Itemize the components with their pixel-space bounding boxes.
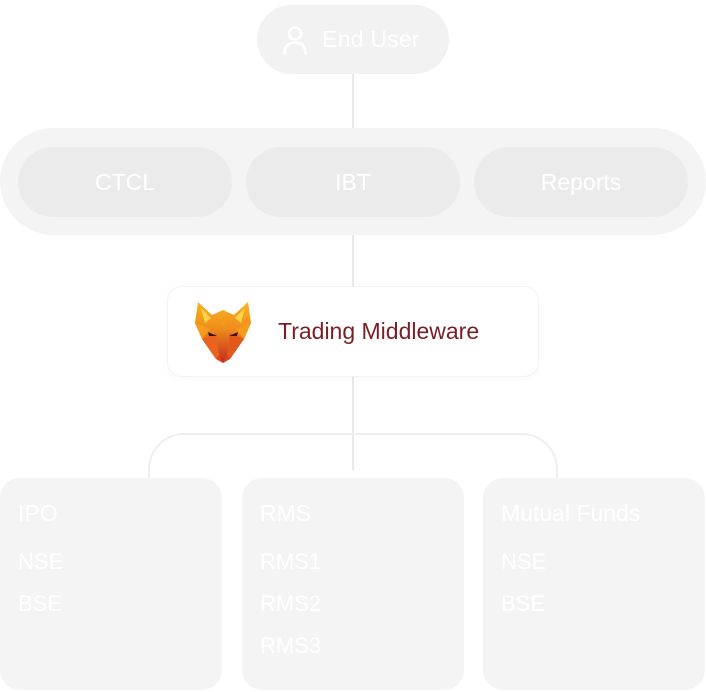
module-title: RMS	[260, 500, 312, 526]
end-user-node: End User	[257, 5, 449, 74]
connector-middleware-to-modules	[352, 376, 354, 470]
channel-ibt: IBT	[246, 147, 460, 217]
module-item: NSE	[501, 549, 547, 574]
module-item: BSE	[18, 591, 63, 616]
end-user-label: End User	[322, 26, 420, 52]
module-card-rms: RMS RMS1 RMS2 RMS3	[242, 478, 464, 690]
module-card-ipo: IPO NSE BSE	[0, 478, 222, 690]
user-icon	[283, 25, 308, 55]
connector-branch	[148, 433, 558, 493]
middleware-title: Trading Middleware	[278, 318, 480, 344]
module-item: BSE	[501, 591, 546, 616]
fox-logo-icon	[195, 302, 251, 363]
module-item: RMS1	[260, 549, 322, 574]
module-item: NSE	[18, 549, 64, 574]
channel-reports: Reports	[474, 147, 688, 217]
module-item: RMS3	[260, 633, 322, 658]
module-title: Mutual Funds	[501, 500, 641, 526]
module-item: RMS2	[260, 591, 322, 616]
module-title: IPO	[18, 500, 58, 526]
connector-user-to-channels	[352, 74, 354, 128]
middleware-card: Trading Middleware	[168, 287, 538, 376]
channel-ctcl: CTCL	[18, 147, 232, 217]
module-card-mutual-funds: Mutual Funds NSE BSE	[483, 478, 705, 690]
connector-channels-to-middleware	[352, 235, 354, 287]
